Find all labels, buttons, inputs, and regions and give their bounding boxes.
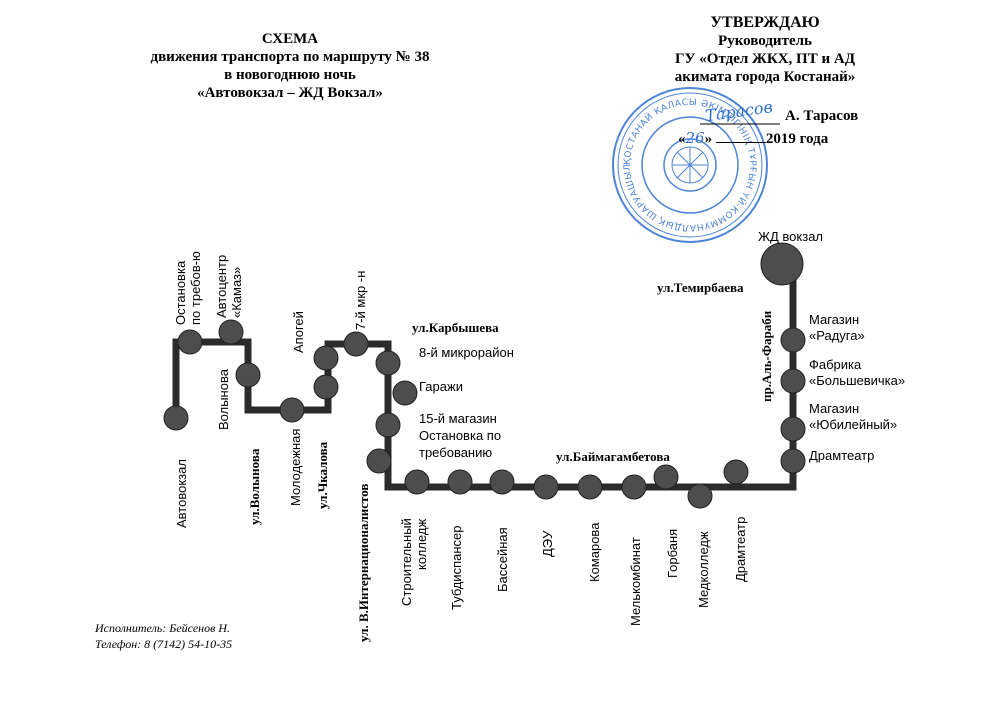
label-dramteatr-bottom: Драмтеатр [733,517,748,582]
approval-line4: акимата города Костанай» [674,69,856,85]
street-labels: ул.Волынова ул.Чкалова ул. В.Интернацион… [247,280,774,642]
label-stroitelny-1: Строительный [399,518,414,606]
street-karbysheva: ул.Карбышева [412,320,499,335]
label-ostanovka-trebov-2: по требов-ю [188,251,203,325]
stop-magazin15 [375,412,401,438]
stop-stroitelny [404,469,430,495]
stop-zhd-vokzal [760,242,804,286]
label-ostanovka-po-trebovaniyu-2: требованию [419,445,492,460]
label-gorbanya: Горбаня [665,529,680,578]
date-close-quote: » [704,131,716,147]
schema-title: СХЕМА [261,31,319,47]
stop-tubdispanser [447,469,473,495]
stop-avtocentr [218,319,244,345]
label-avtovokzal: Автовокзал [174,459,189,528]
label-apogey: Апогей [291,311,306,353]
stop-apogey [313,345,339,371]
stop-raduga [780,327,806,353]
route-line [172,263,797,491]
approval-block: УТВЕРЖДАЮ Руководитель ГУ «Отдел ЖКХ, ПТ… [600,14,930,86]
label-volynova: Волынова [216,368,231,430]
label-bolshevichka-1: Фабрика [809,357,862,372]
label-basseinaya: Бассейная [495,527,510,592]
stop-avtovokzal [163,405,189,431]
stop-basseinaya [489,469,515,495]
schema-subtitle-line2: в новогоднюю ночь [224,67,356,83]
stop-dramteatr-bottom [723,459,749,485]
street-baimagambetova: ул.Баймагамбетова [556,449,670,464]
date-year: 2019 года [765,131,829,147]
label-yubileyny-2: «Юбилейный» [809,417,897,432]
stop-dramteatr-right [780,448,806,474]
label-zhd-vokzal: ЖД вокзал [758,229,823,244]
label-tubdispanser: Тубдиспансер [449,526,464,610]
label-mkr8: 8-й микрорайон [419,345,514,360]
approval-line3: ГУ «Отдел ЖКХ, ПТ и АД [674,51,856,67]
approval-date: «26» 2019 года [678,129,828,148]
stop-bolshevichka [780,368,806,394]
label-raduga-2: «Радуга» [809,328,865,343]
street-internatsionalistov: ул. В.Интернационалистов [356,484,371,642]
stop-deu [533,474,559,500]
date-day: 26 [685,129,705,147]
label-bolshevichka-2: «Большевичка» [809,373,905,388]
label-ostanovka-trebov-1: Остановка [173,260,188,325]
label-mkr7: 7-й мкр -н [353,271,368,330]
label-raduga-1: Магазин [809,312,859,327]
approval-line1: УТВЕРЖДАЮ [710,14,820,31]
label-avtocentr-1: Автоцентр [214,255,229,318]
label-molodezhnaya: Молодежная [288,429,303,506]
stop-labels: Автовокзал Остановка по требов-ю Автоцен… [173,251,748,626]
approval-line2: Руководитель [718,33,812,49]
street-temirbaeva: ул.Темирбаева [657,280,744,295]
stop-mkr7 [343,331,369,357]
label-medkolledzh: Медколледж [696,531,711,608]
label-dramteatr-right: Драмтеатр [809,448,874,463]
footer-executor: Исполнитель: Бейсенов Н. [95,621,230,635]
label-melkombinat: Мелькомбинат [628,537,643,626]
schema-subtitle-line1: движения транспорта по маршруту № 38 [150,49,430,65]
stop-labels-horizontal: 8-й микрорайон Гаражи 15-й магазин Остан… [419,229,905,463]
date-month-blank [715,142,766,143]
route-stops [163,242,806,509]
stop-mkr8 [375,350,401,376]
label-ostanovka-po-trebovaniyu-1: Остановка по [419,428,501,443]
schema-subtitle-line3: «Автовокзал – ЖД Вокзал» [197,85,383,101]
approval-signer: А. Тарасов [785,108,859,124]
date-open-quote: « [678,131,686,147]
street-volynova: ул.Волынова [247,448,262,525]
street-chkalova: ул.Чкалова [315,441,330,509]
stop-ostanovka-po-trebovaniyu [366,448,392,474]
label-deu: ДЭУ [540,530,555,557]
footer-phone: Телефон: 8 (7142) 54-10-35 [95,637,233,651]
stop-yubileyny [780,416,806,442]
label-komarova: Комарова [587,522,602,582]
label-garazhi: Гаражи [419,379,463,394]
label-avtocentr-2: «Камаз» [229,267,244,318]
stop-komarova [577,474,603,500]
label-magazin15: 15-й магазин [419,411,497,426]
stop-melkombinat [621,474,647,500]
stop-volynova [235,362,261,388]
stop-garazhi [392,380,418,406]
stop-medkolledzh [687,483,713,509]
stop-molodezhnaya [279,397,305,423]
stop-chkalova [313,374,339,400]
schema-title-block: СХЕМА движения транспорта по маршруту № … [110,30,470,102]
street-al-farabi: пр.Аль-Фараби [759,310,774,402]
label-stroitelny-2: колледж [414,519,429,570]
stop-gorbanya [653,464,679,490]
stop-ostanovka-trebov [177,329,203,355]
label-yubileyny-1: Магазин [809,401,859,416]
